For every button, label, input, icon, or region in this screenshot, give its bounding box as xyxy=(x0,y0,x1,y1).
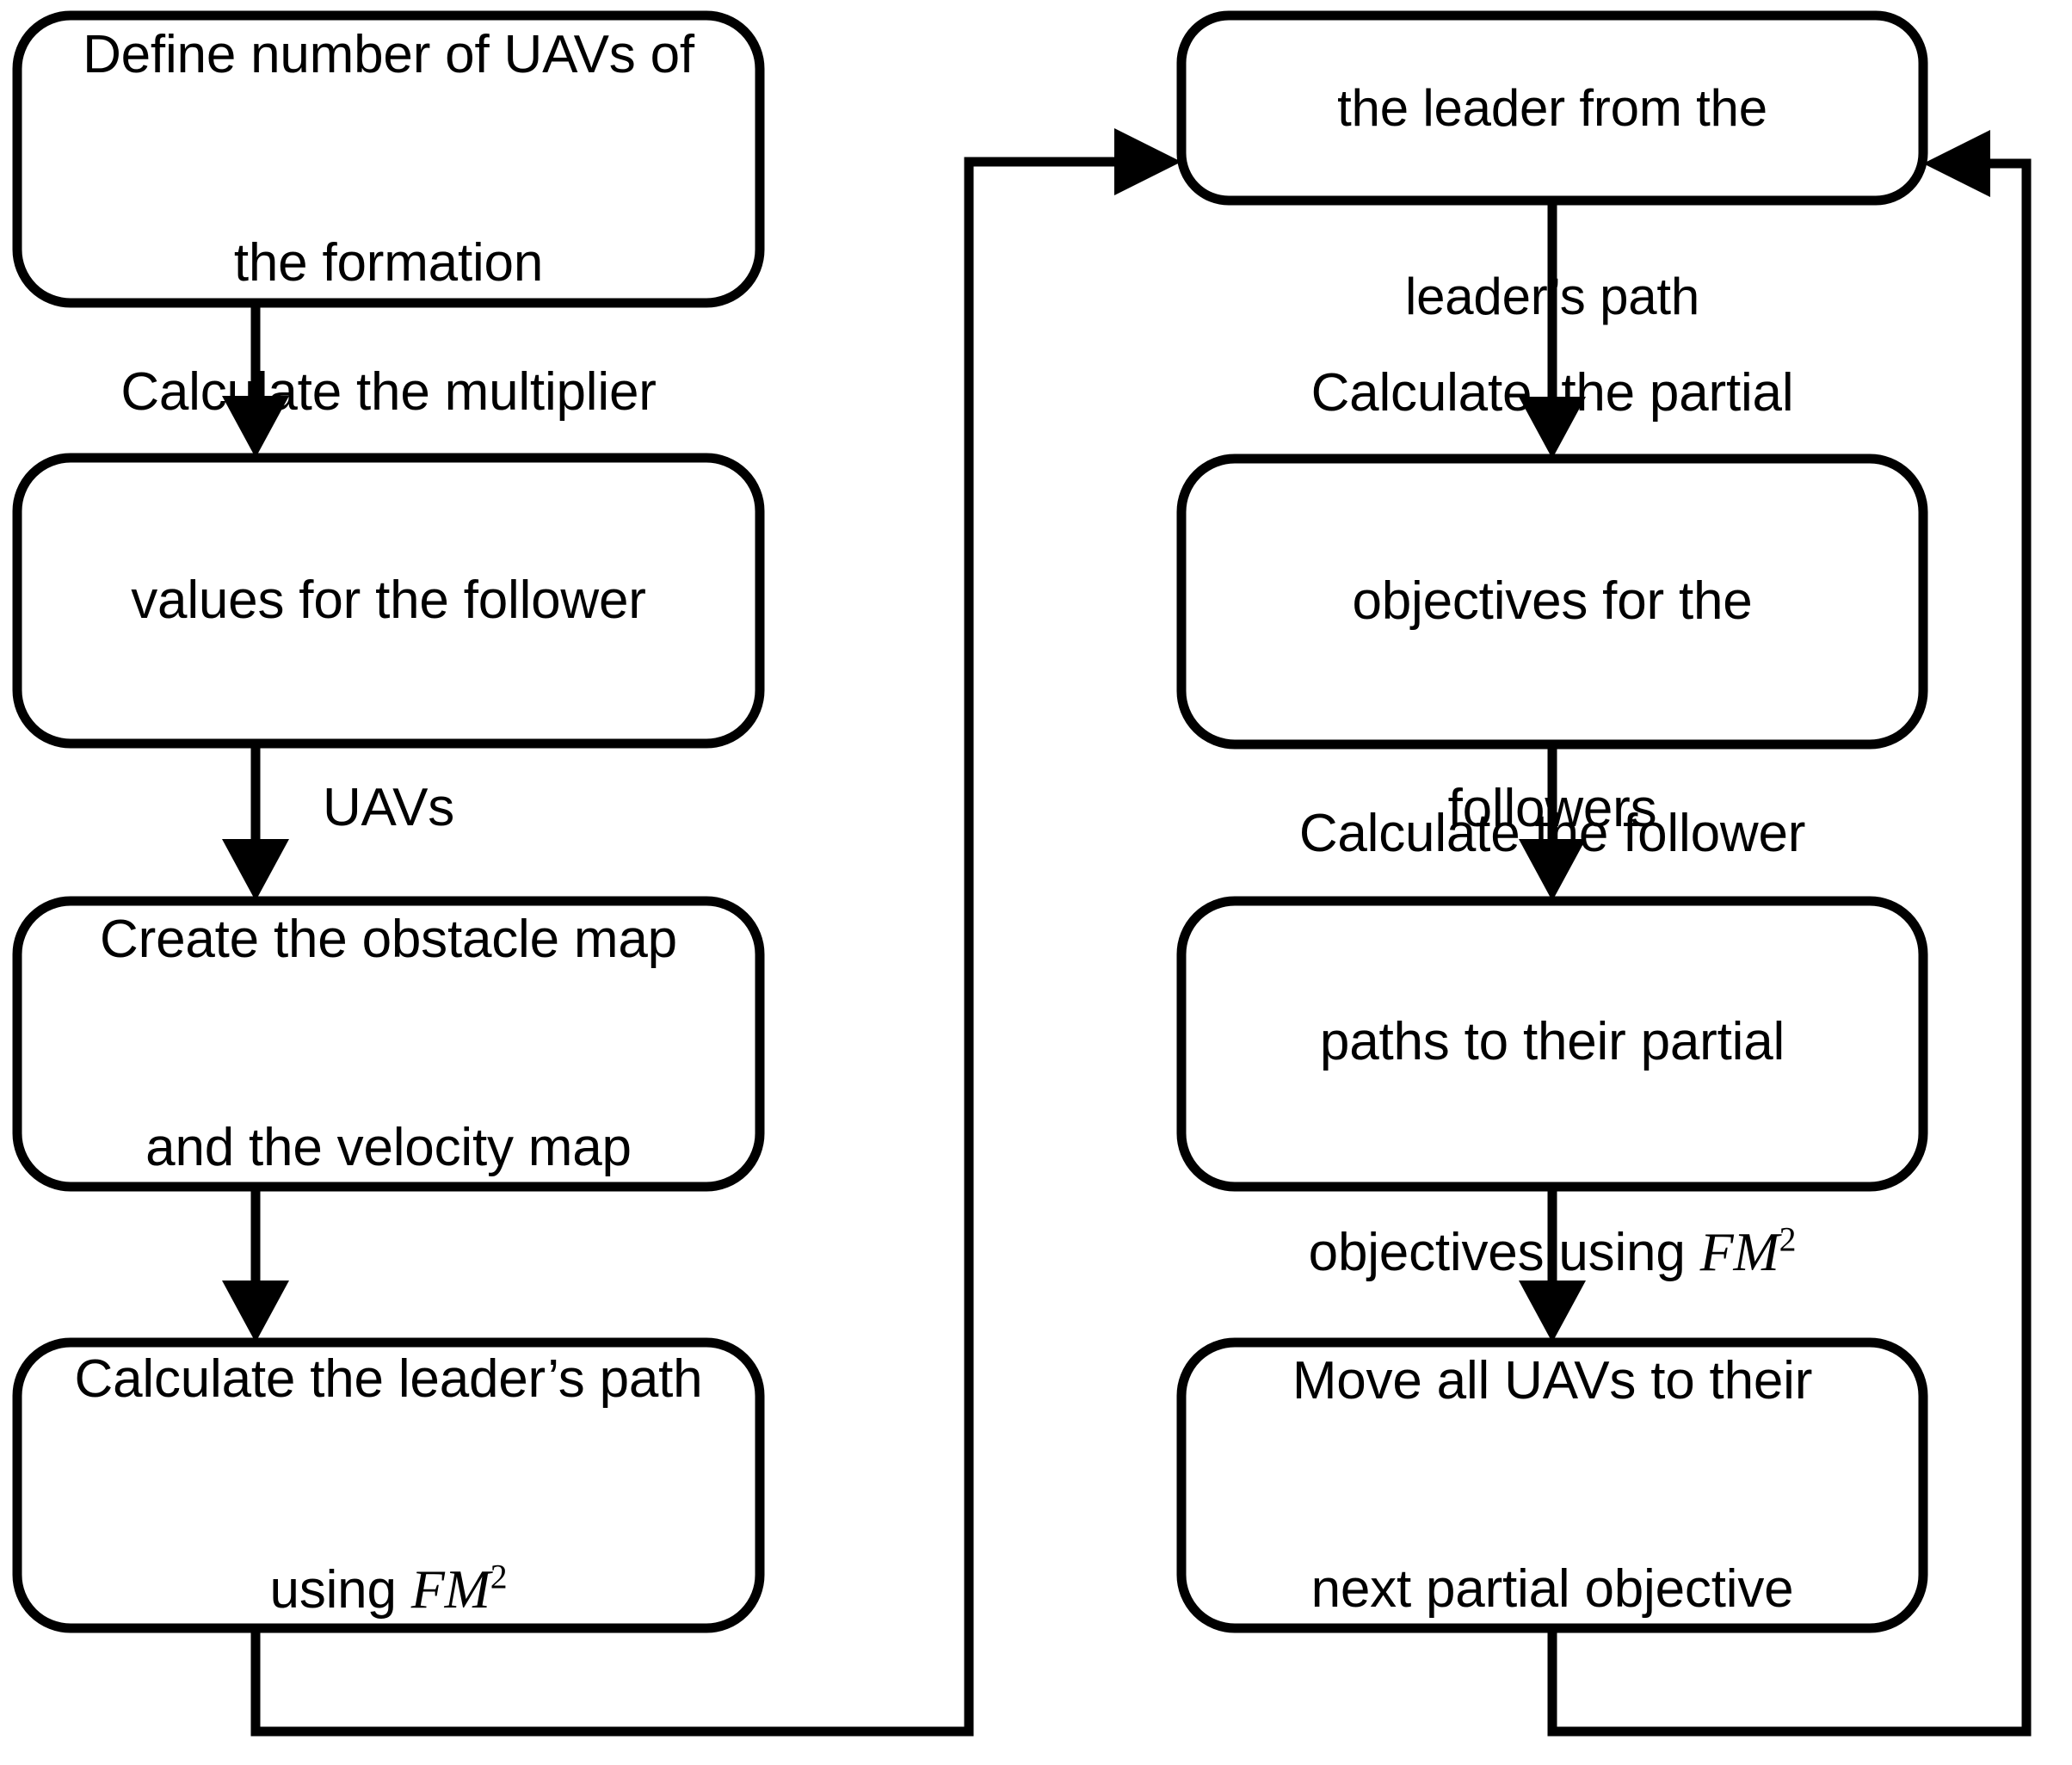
node-move-uavs-shape[interactable] xyxy=(1176,1337,1928,1633)
node-partial-objectives-shape[interactable] xyxy=(1176,454,1928,750)
arrowhead-nextobjective-to-partial xyxy=(1519,397,1586,459)
connector-leaderpath-to-nextobjective xyxy=(250,157,1144,1737)
node-define-uavs-shape[interactable] xyxy=(12,10,765,308)
node-create-maps-shape[interactable] xyxy=(12,896,765,1192)
arrowhead-multiplier-to-maps xyxy=(222,839,289,901)
arrowhead-partial-to-followerpaths xyxy=(1519,839,1586,901)
arrowhead-maps-to-leaderpath xyxy=(222,1281,289,1342)
arrowhead-move-to-nextobjective-loop xyxy=(1923,130,1990,197)
arrowhead-followerpaths-to-move xyxy=(1519,1281,1586,1342)
node-follower-paths-shape[interactable] xyxy=(1176,896,1928,1192)
arrowhead-define-to-multiplier xyxy=(222,396,289,458)
node-calculate-multiplier-shape[interactable] xyxy=(12,453,765,749)
arrowhead-leaderpath-to-nextobjective xyxy=(1114,128,1181,195)
node-next-objective-shape[interactable] xyxy=(1176,10,1928,206)
connector-move-to-nextobjective-loop xyxy=(1547,158,2032,1737)
node-leader-path-shape[interactable] xyxy=(12,1337,765,1633)
